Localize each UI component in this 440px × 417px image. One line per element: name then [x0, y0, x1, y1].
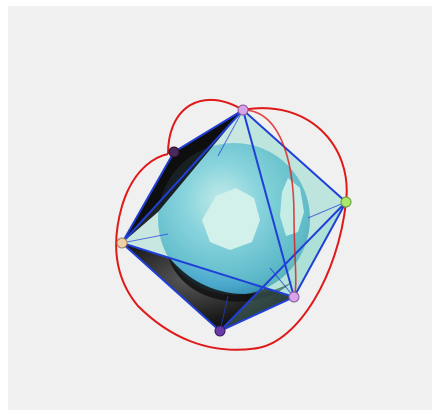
viewport-canvas[interactable] — [8, 6, 432, 410]
vertex-top[interactable] — [238, 105, 248, 115]
vertex-bottom[interactable] — [215, 326, 225, 336]
vertex-right[interactable] — [341, 197, 351, 207]
vertex-left[interactable] — [117, 238, 127, 248]
vertex-lower-right[interactable] — [289, 292, 299, 302]
vertex-upper-left-back[interactable] — [169, 147, 179, 157]
3d-viewport[interactable] — [8, 6, 432, 410]
